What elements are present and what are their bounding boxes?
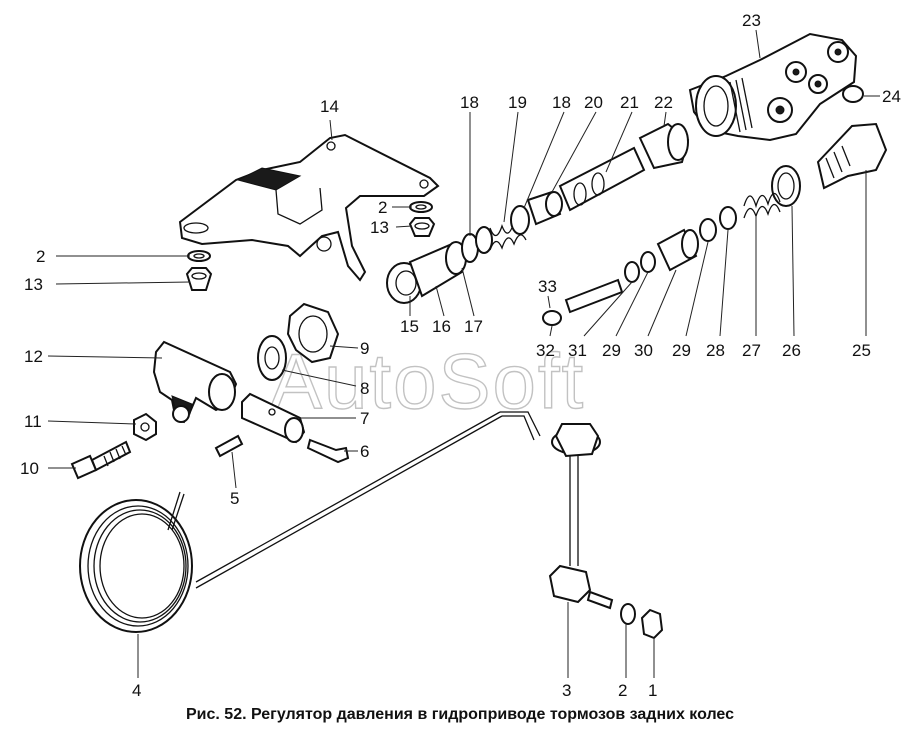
sleeve-part-7	[241, 392, 306, 444]
callout-9: 9	[360, 339, 369, 358]
callout-2: 2	[378, 198, 387, 217]
callout-13: 13	[24, 275, 43, 294]
callout-23: 23	[742, 11, 761, 30]
callout-12: 12	[24, 347, 43, 366]
piston-part-21	[558, 146, 646, 212]
callout-17: 17	[464, 317, 483, 336]
leader-lines	[47, 29, 880, 678]
callout-2: 2	[618, 681, 627, 700]
callout-28: 28	[706, 341, 725, 360]
callout-24: 24	[882, 87, 901, 106]
callout-18: 18	[552, 93, 571, 112]
nut-part-9	[286, 302, 340, 364]
bolt-part-6	[306, 438, 350, 464]
callout-15: 15	[400, 317, 419, 336]
washer-part-2-mid	[409, 201, 433, 213]
link-part-3	[548, 423, 614, 610]
callout-4: 4	[132, 681, 141, 700]
figure-caption: Рис. 52. Регулятор давления в гидроприво…	[186, 706, 734, 723]
callout-25: 25	[852, 341, 871, 360]
ring-part-29-b	[640, 251, 656, 273]
spring-part-4	[79, 411, 541, 633]
spring-part-27	[743, 192, 781, 219]
bushing-part-16	[408, 241, 467, 298]
callout-11: 11	[24, 412, 42, 431]
callout-26: 26	[782, 341, 801, 360]
fitting-part-25	[816, 122, 888, 190]
callout-13: 13	[370, 218, 389, 237]
bushing-part-30	[656, 228, 699, 272]
ring-part-29-a	[699, 218, 717, 242]
plug-part-24	[842, 85, 864, 103]
callout-19: 19	[508, 93, 527, 112]
washer-part-8	[257, 335, 287, 381]
washer-part-2-bottom	[620, 603, 636, 625]
callout-20: 20	[584, 93, 603, 112]
callout-5: 5	[230, 489, 239, 508]
callout-31: 31	[568, 341, 587, 360]
bolt-part-10	[70, 440, 132, 480]
callout-7: 7	[360, 409, 369, 428]
callout-16: 16	[432, 317, 451, 336]
lever-part-12	[152, 340, 238, 424]
callout-33: 33	[538, 277, 557, 296]
callout-6: 6	[360, 442, 369, 461]
callout-27: 27	[742, 341, 761, 360]
washer-part-26	[771, 165, 801, 207]
pin-part-5	[214, 434, 244, 458]
callout-2: 2	[36, 247, 45, 266]
nut-part-1	[640, 608, 664, 640]
ring-part-28	[719, 206, 737, 230]
ring-part-18	[475, 226, 493, 254]
nut-part-13-left	[185, 267, 213, 291]
housing-part-23	[688, 32, 858, 142]
callout-labels: 1 2 2 2 3 4 5 6 7 8 9 10 11 12 13 13 14 …	[20, 11, 901, 700]
callout-32: 32	[536, 341, 555, 360]
ring-part-31	[624, 261, 640, 283]
callout-18: 18	[460, 93, 479, 112]
callout-22: 22	[654, 93, 673, 112]
callout-29: 29	[672, 341, 691, 360]
nut-part-13-mid	[408, 217, 436, 237]
callout-10: 10	[20, 459, 39, 478]
callout-21: 21	[620, 93, 639, 112]
seal-part-22	[638, 122, 690, 170]
bracket-part-14	[178, 133, 440, 282]
callout-29: 29	[602, 341, 621, 360]
bushing-part-20	[526, 190, 563, 226]
pin-part-33	[564, 278, 624, 314]
callout-30: 30	[634, 341, 653, 360]
callout-1: 1	[648, 681, 657, 700]
callout-14: 14	[320, 97, 339, 116]
callout-8: 8	[360, 379, 369, 398]
washer-part-2-left	[187, 250, 211, 262]
washer-part-32	[542, 310, 562, 326]
callout-3: 3	[562, 681, 571, 700]
nut-part-11	[133, 412, 157, 442]
ring-part-18-b	[510, 205, 530, 235]
